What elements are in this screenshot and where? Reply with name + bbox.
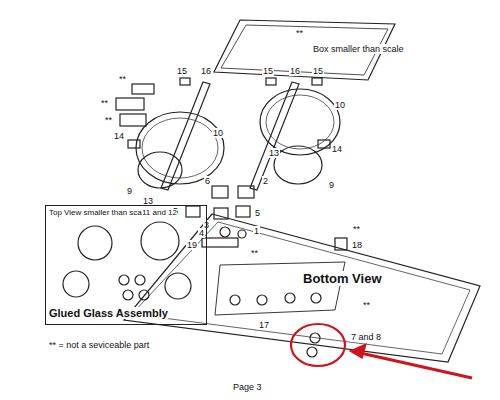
- callout-label: **: [118, 74, 127, 84]
- heating-element: [260, 89, 340, 155]
- hole: [311, 293, 321, 303]
- heating-element: [136, 112, 224, 184]
- bottom-tray-lip: [132, 222, 470, 354]
- view-caption: Top View smaller than scale: [49, 209, 148, 218]
- small-part: [120, 114, 146, 126]
- assembly-name: Glued Glass Assembly: [49, 307, 168, 319]
- clip-part: [180, 78, 190, 85]
- burner-ring: [63, 271, 89, 297]
- callout-label: 9: [126, 186, 133, 196]
- switch-part: [186, 206, 200, 217]
- callout-label: 17: [258, 320, 270, 330]
- callout-label: **: [104, 115, 113, 125]
- callout-label: **: [352, 224, 361, 234]
- terminal-part: [128, 140, 140, 148]
- burner-ring: [141, 222, 179, 260]
- support-bar: [161, 82, 210, 190]
- terminal-part: [318, 140, 330, 148]
- highlight-arrowhead: [350, 344, 366, 358]
- callout-label: Page 3: [232, 382, 263, 392]
- callout-label: **: [100, 98, 109, 108]
- heating-element-small: [274, 146, 322, 184]
- callout-label: 7 and 8: [350, 332, 382, 342]
- knob: [119, 275, 129, 285]
- callout-label: 10: [334, 100, 346, 110]
- knob: [123, 290, 133, 300]
- burner-ring: [78, 226, 112, 260]
- callout-label: 6: [204, 176, 211, 186]
- switch-part: [212, 186, 228, 198]
- small-part: [132, 84, 154, 94]
- callout-label: **: [295, 28, 304, 38]
- switch-part: [236, 206, 250, 217]
- highlight-arrow: [356, 352, 472, 378]
- callout-label: 14: [331, 144, 343, 154]
- callout-label: 2: [262, 176, 269, 186]
- callout-label: **: [250, 248, 259, 258]
- knob: [307, 347, 317, 357]
- callout-label: 1: [253, 226, 260, 236]
- callout-label: 15: [312, 66, 324, 76]
- callout-label: 10: [212, 128, 224, 138]
- callout-label: 19: [186, 240, 198, 250]
- callout-label: 13: [268, 148, 280, 158]
- support-bar: [250, 82, 299, 190]
- inset-view-box: Top View smaller than scale11 and 12 Glue…: [45, 205, 207, 325]
- knob-part: [220, 227, 230, 237]
- clip-part: [312, 78, 322, 85]
- bottom-tray: [124, 214, 480, 362]
- hole: [230, 295, 240, 305]
- callout-label: 18: [351, 240, 363, 250]
- callout-label: **: [362, 300, 371, 310]
- callout-label: Box smaller than scale: [312, 44, 405, 54]
- burner-ring: [165, 273, 191, 299]
- small-part: [116, 98, 144, 110]
- knob: [139, 290, 149, 300]
- heating-element-ring: [142, 118, 218, 178]
- bottom-box: [215, 262, 345, 315]
- view-title: Bottom View: [302, 271, 383, 286]
- knob: [135, 275, 145, 285]
- highlight-circle: [291, 324, 345, 366]
- hole: [257, 295, 267, 305]
- knob: [310, 333, 320, 343]
- callout-label: 9: [328, 180, 335, 190]
- hole: [285, 293, 295, 303]
- callout-label: 4: [198, 228, 205, 238]
- callout-label: 15: [262, 66, 274, 76]
- callout-label: ** = not a seviceable part: [48, 340, 150, 350]
- callout-label: 16: [289, 66, 301, 76]
- callout-label: 16: [200, 66, 212, 76]
- view-caption: 11 and 12: [142, 209, 177, 218]
- indicator-part: [238, 230, 246, 238]
- callout-label: 5: [254, 208, 261, 218]
- switch-part: [238, 186, 254, 198]
- bracket-part: [202, 238, 238, 247]
- clip-part: [266, 78, 276, 85]
- callout-label: 15: [176, 66, 188, 76]
- callout-label: 14: [113, 131, 125, 141]
